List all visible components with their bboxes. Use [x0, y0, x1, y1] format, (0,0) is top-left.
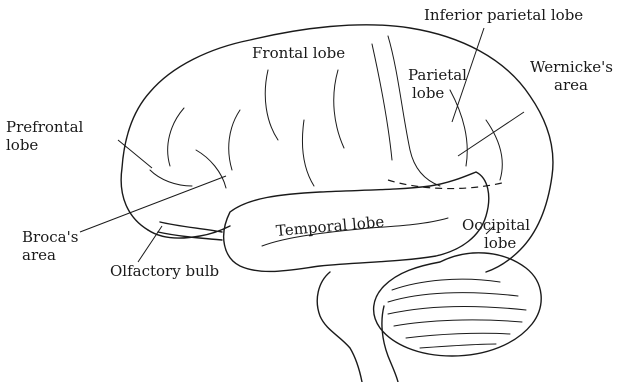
label-parietal-line-1: Parietal — [408, 66, 467, 84]
label-parietal-line-2: lobe — [408, 84, 467, 102]
brainstem-shape — [317, 272, 398, 382]
label-prefrontal-line-2: lobe — [6, 136, 83, 154]
label-frontal-lobe: Frontal lobe — [252, 44, 345, 62]
label-wernickes-line-1: Wernicke's — [530, 58, 613, 76]
label-wernickes-line-2: area — [530, 76, 613, 94]
label-occipital-lobe: Occipital lobe — [462, 216, 530, 252]
wernickes-boundary — [388, 180, 506, 189]
label-brocas-line-1: Broca's — [22, 228, 78, 246]
leader-brocas — [80, 176, 226, 232]
label-prefrontal-lobe: Prefrontal lobe — [6, 118, 83, 154]
label-olfactory-bulb: Olfactory bulb — [110, 262, 219, 280]
label-wernickes-area: Wernicke's area — [530, 58, 613, 94]
label-prefrontal-line-1: Prefrontal — [6, 118, 83, 136]
label-parietal-lobe: Parietal lobe — [408, 66, 467, 102]
label-brocas-line-2: area — [22, 246, 78, 264]
label-occipital-line-1: Occipital — [462, 216, 530, 234]
label-occipital-line-2: lobe — [462, 234, 530, 252]
leader-wernickes — [458, 112, 524, 156]
cerebellum-shape — [374, 253, 542, 356]
label-inferior-parietal-lobe: Inferior parietal lobe — [424, 6, 583, 24]
label-brocas-area: Broca's area — [22, 228, 78, 264]
